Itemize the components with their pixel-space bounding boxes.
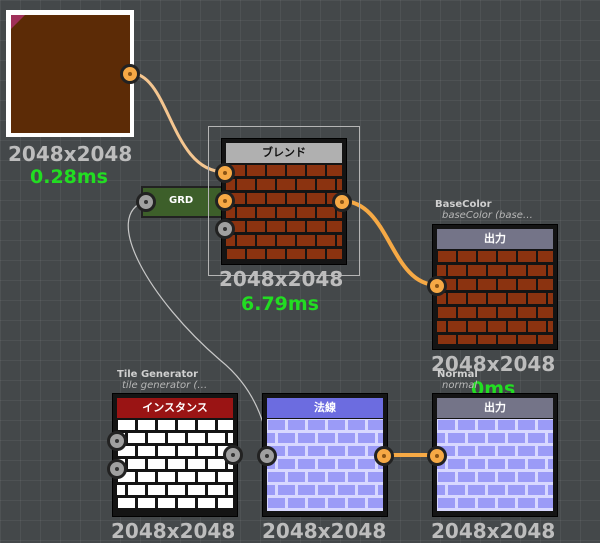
color-source-node[interactable] (6, 10, 134, 137)
tile-generator-header: インスタンス (117, 398, 233, 418)
normal-output-node[interactable]: 出力 (432, 393, 558, 517)
normal-output-resolution: 2048x2048 (431, 519, 556, 543)
wire-color-to-blend (129, 71, 226, 174)
normal-output-input-port[interactable] (427, 446, 447, 466)
blend-input-port-2[interactable] (215, 191, 235, 211)
tile-generator-caption: Tile Generator (117, 369, 199, 380)
color-source-resolution: 2048x2048 (8, 142, 133, 166)
normal-output-caption: Normal (437, 369, 478, 380)
tile-generator-thumbnail (117, 419, 233, 511)
basecolor-subcaption: baseColor (base… (442, 210, 533, 221)
tile-generator-input-port-1[interactable] (107, 431, 127, 451)
tile-generator-input-port-2[interactable] (107, 459, 127, 479)
wire-blend-to-basecolor (341, 199, 438, 287)
blend-output-port[interactable] (332, 192, 352, 212)
normal-thumbnail (267, 419, 383, 511)
normal-output-header: 出力 (437, 398, 553, 418)
color-source-thumbnail (11, 15, 130, 133)
color-source-time: 0.28ms (30, 166, 108, 188)
basecolor-input-port[interactable] (427, 276, 447, 296)
grd-output-port[interactable] (136, 192, 156, 212)
basecolor-thumbnail (437, 250, 553, 344)
blend-input-port-1[interactable] (215, 163, 235, 183)
normal-header: 法線 (267, 398, 383, 418)
blend-node[interactable]: ブレンド (221, 138, 347, 265)
basecolor-caption: BaseColor (435, 199, 492, 210)
tile-generator-output-port[interactable] (223, 445, 243, 465)
tile-generator-subcaption: tile generator (… (122, 380, 208, 391)
normal-resolution: 2048x2048 (262, 519, 387, 543)
blend-selection-box (208, 126, 360, 276)
tile-generator-node[interactable]: インスタンス (112, 393, 238, 517)
normal-output-port[interactable] (374, 446, 394, 466)
blend-input-port-3[interactable] (215, 219, 235, 239)
color-source-output-port[interactable] (120, 64, 140, 84)
grd-label: GRD (169, 195, 194, 206)
normal-output-subcaption: normal (442, 380, 478, 391)
tile-generator-resolution: 2048x2048 (111, 519, 236, 543)
blend-time: 6.79ms (241, 293, 319, 315)
normal-input-port[interactable] (257, 446, 277, 466)
basecolor-header: 出力 (437, 229, 553, 249)
basecolor-resolution: 2048x2048 (431, 352, 556, 376)
blend-thumbnail (226, 164, 342, 259)
basecolor-output-node[interactable]: 出力 (432, 224, 558, 350)
normal-output-thumbnail (437, 419, 553, 511)
blend-header: ブレンド (226, 143, 342, 163)
normal-node[interactable]: 法線 (262, 393, 388, 517)
blend-resolution: 2048x2048 (219, 267, 344, 291)
